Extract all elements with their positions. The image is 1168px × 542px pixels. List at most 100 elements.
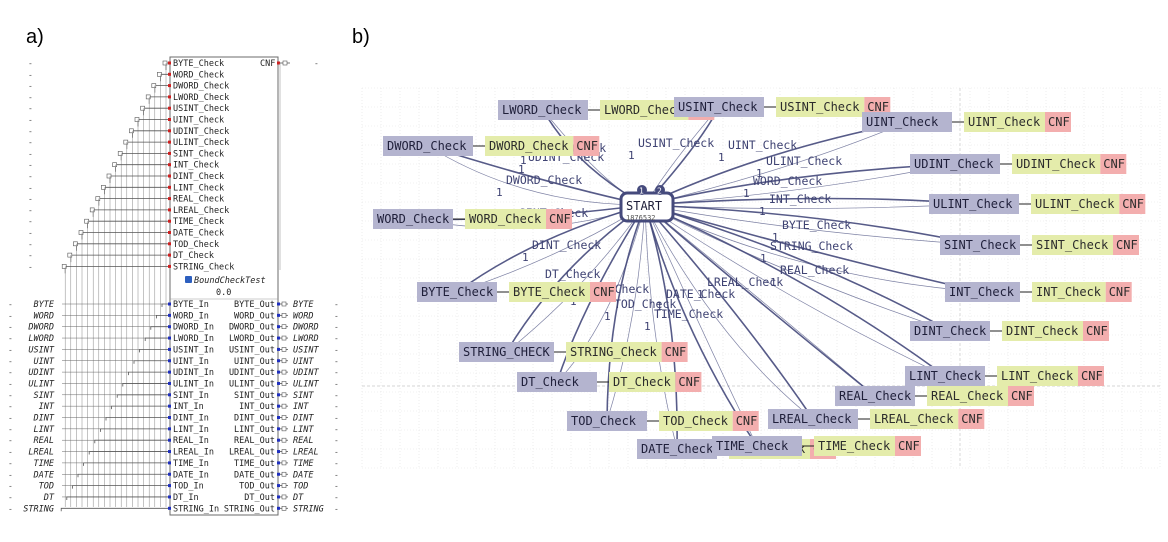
action-event: CNF [593,285,615,299]
transition-condition-label: DWORD_Check [506,173,582,187]
data-input-dash: - [8,357,13,366]
data-input-type: BYTE [34,300,55,310]
data-output-dash: - [334,345,339,354]
data-input-label: SINT_In [173,391,209,401]
event-dash: - [28,217,33,226]
event-dash: - [28,195,33,204]
data-output-label: TOD_Out [239,482,275,492]
transition-priority: 1 [760,252,767,265]
state-name: LINT_Check [909,369,982,383]
state-name: DT_Check [521,375,580,389]
action-algorithm: UDINT_Check [1016,157,1096,171]
data-input-pin [168,325,171,329]
event-input-label: REAL_Check [173,195,224,205]
data-input-dash: - [8,368,13,377]
data-output-junction [281,437,287,443]
data-input-label: BYTE_In [173,300,209,310]
data-output-dash: - [334,470,339,479]
event-input-label: INT_Check [173,161,219,171]
data-input-label: LWORD_In [173,334,214,344]
event-dash: - [28,82,33,91]
instance-icon [185,276,192,283]
data-input-dash: - [8,334,13,343]
data-output-pin [277,302,280,306]
state-box [459,342,554,362]
data-output-label: LINT_Out [234,425,275,435]
transition-priority: 1 [770,276,777,289]
state-name: DATE_Check [641,442,714,456]
event-dash: - [28,59,33,68]
data-output-label: LREAL_Out [229,448,275,458]
transition-condition-label: ULINT_Check [766,154,842,168]
event-input-pin [168,163,171,167]
data-output-type: DWORD [292,323,319,333]
action-event: CNF [576,139,598,153]
transition-arrow [644,204,951,332]
event-dash: - [28,138,33,147]
data-output-pin [277,325,280,329]
action-event: CNF [1116,238,1138,252]
data-output-junction [281,347,287,352]
state-name: DWORD_Check [387,139,467,153]
event-wire-junction [106,173,112,179]
start-priority-badge [655,185,665,195]
state-name: STRING_CHECK [463,345,550,359]
data-input-type: INT [39,402,55,412]
data-input-label: WORD_In [173,311,209,321]
data-output-type: LWORD [293,334,319,344]
event-wire-junction [129,128,134,134]
action-box [927,386,1008,406]
event-dash: - [28,70,33,79]
data-output-label: STRING_Out [224,504,275,514]
data-output-dash: - [334,334,339,343]
event-dash: - [28,161,33,170]
return-transition [644,204,758,447]
event-input-label: DT_Check [173,251,214,261]
data-output-label: UDINT_Out [229,368,275,378]
data-input-dash: - [8,300,13,309]
data-output-label: SINT_Out [234,391,275,401]
data-output-type: REAL [293,436,313,446]
data-input-type: UDINT [28,368,54,378]
transition-arrow [644,204,946,377]
data-input-dash: - [8,379,13,388]
transition-priority: 1 [756,167,763,180]
event-wire-junction [84,218,89,224]
panel-a-label: a) [26,26,44,48]
transition-condition-label: DATE_Check [666,287,735,301]
data-output-type: LREAL [293,448,319,458]
event-input-label: LWORD_Check [173,93,229,103]
start-priority-number: 1 [639,187,644,196]
event-output-dash: - [314,59,319,68]
action-event: CNF [549,212,571,226]
data-input-pin [168,438,171,442]
action-event-box [1105,282,1132,302]
data-input-label: STRING_In [173,504,219,514]
action-algorithm: ULINT_Check [1035,197,1115,211]
data-output-type: LINT [293,425,314,435]
state-name: INT_Check [949,285,1015,299]
data-output-type: UDINT [293,368,319,378]
data-output-label: UINT_Out [234,357,275,367]
event-input-pin [168,151,171,155]
state-box [417,282,497,302]
action-event: CNF [867,100,889,114]
transition-priority: 1 [644,320,651,333]
event-input-label: TOD_Check [173,240,219,250]
transition-priority: 1 [628,149,635,162]
event-dash: - [28,262,33,271]
event-wire-junction [73,241,78,247]
data-output-pin [277,370,280,374]
data-output-type: DINT [292,414,314,424]
action-box [1012,154,1101,174]
state-box [940,235,1020,255]
data-output-dash: - [334,300,339,309]
data-output-dash: - [334,391,339,400]
data-input-label: TIME_In [173,459,209,469]
state-box [373,209,453,229]
instance-name: BoundCheckTest [194,276,266,286]
data-input-label: ULINT_In [173,379,214,389]
transition-condition-label: DINT_Check [532,238,601,252]
transition-condition-label: DT_Check [545,267,600,281]
transition-condition-label: LREAL_Check [707,275,783,289]
